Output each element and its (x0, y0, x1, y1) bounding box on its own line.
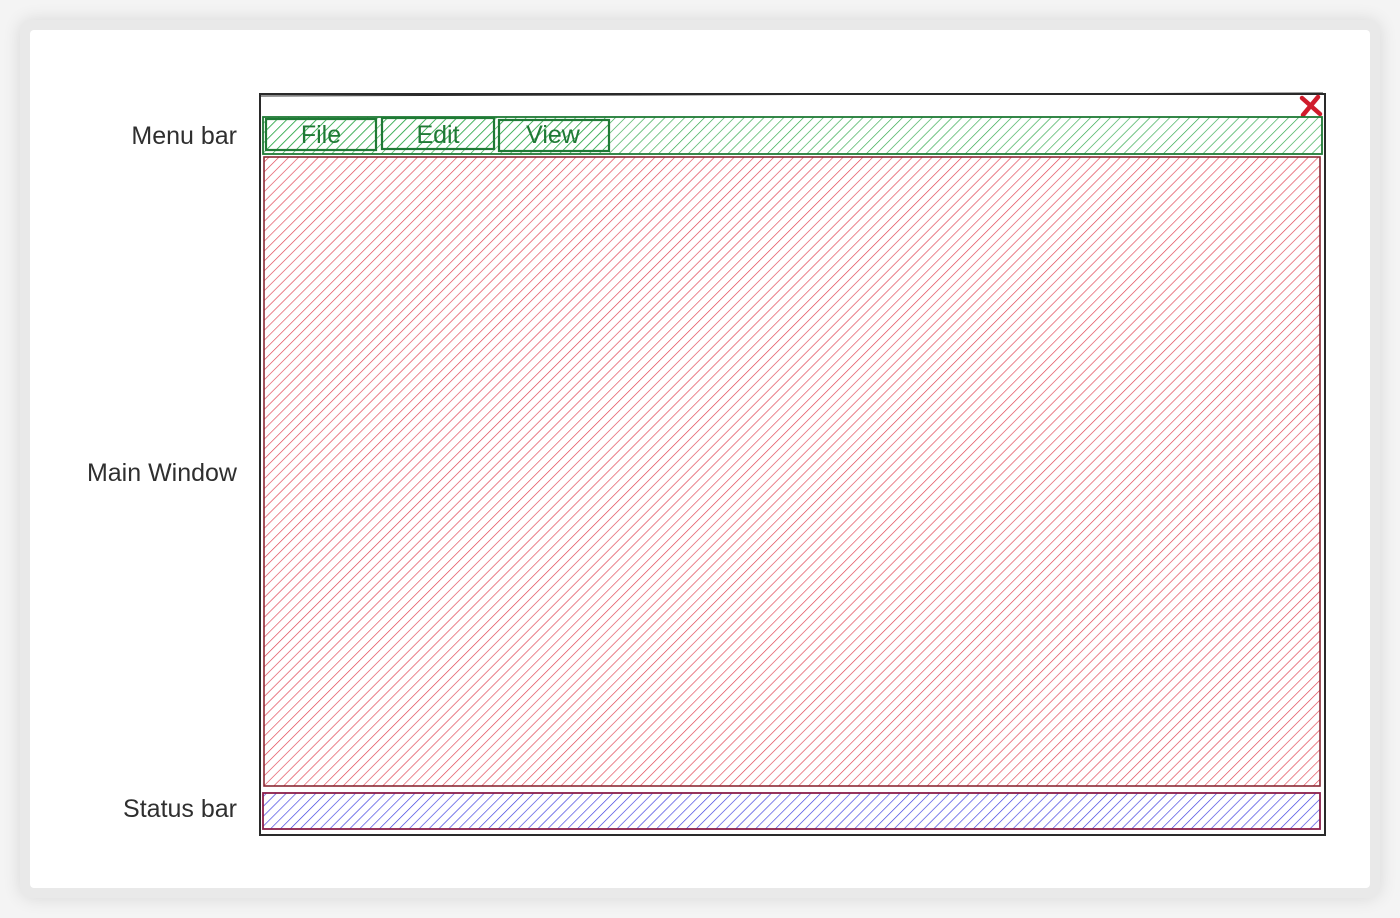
menu-item-view[interactable]: View (497, 118, 611, 153)
menu-bar-label: Menu bar (131, 122, 237, 150)
menu-item-view-label: View (526, 121, 581, 149)
status-bar-label: Status bar (123, 795, 237, 823)
window-frame-sketch-line (260, 92, 1324, 97)
menu-item-file-label: File (301, 121, 341, 149)
close-icon[interactable] (1299, 94, 1323, 118)
main-window-area[interactable] (263, 156, 1321, 787)
menu-item-edit[interactable]: Edit (380, 116, 496, 151)
status-bar (262, 792, 1321, 830)
main-window-label: Main Window (86, 459, 237, 487)
menu-item-edit-label: Edit (416, 121, 459, 149)
menu-item-file[interactable]: File (264, 117, 378, 152)
